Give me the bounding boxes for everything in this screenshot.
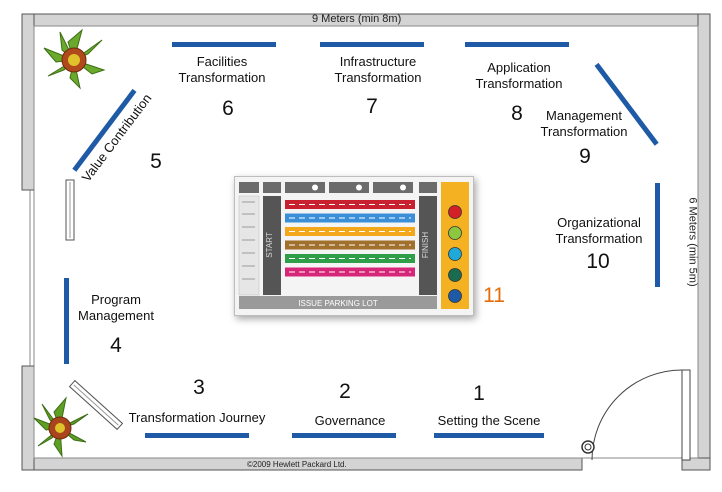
side-dimension-label: 6 Meters (min 5m) [686,197,699,287]
left-wall-upper [21,13,35,191]
parking-lot-label: ISSUE PARKING LOT [298,299,378,308]
panel-4 [64,278,69,364]
station-4-label: Program Management [78,292,154,323]
station-10-label: Organizational Transformation [555,215,643,246]
station-1-number: 1 [473,382,485,405]
station-9-number: 9 [579,145,591,168]
station-2-label: Governance [314,413,386,428]
station-8-number: 8 [511,102,523,125]
station-7-label: Infrastructure Transformation [334,54,422,85]
copyright: ©2009 Hewlett Packard Ltd. [247,460,347,469]
left-wall-lower [21,365,35,471]
panel-7 [320,42,424,47]
panel-5 [72,88,137,172]
panel-8 [465,42,569,47]
plant-icon [33,396,89,458]
station-9-label: Management Transformation [540,108,628,139]
station-1-label: Setting the Scene [437,413,541,428]
finish-column [419,196,437,295]
finish-dot-3 [448,247,462,261]
finish-dot-2 [448,226,462,240]
finish-dots [448,205,462,303]
finish-dot-1 [448,205,462,219]
game-board: START FINISH ISSUE PARKING LOT [234,176,474,316]
parking-lot [239,296,437,309]
panel-9 [594,62,659,146]
panel-2 [292,433,396,438]
right-wall [697,13,711,471]
door [581,369,691,461]
station-7-number: 7 [366,95,378,118]
station-4-number: 4 [110,334,122,357]
station-8-label: Application Transformation [475,60,563,91]
finish-label: FINISH [421,232,430,258]
finish-accent-column [441,182,469,309]
plant-icon [43,28,106,90]
station-6-number: 6 [222,97,234,120]
lanes [285,200,415,277]
finish-dot-4 [448,268,462,282]
panel-1 [434,433,544,438]
display-panels [64,42,660,438]
panel-3 [145,433,249,438]
station-6-label: Facilities Transformation [178,54,266,85]
station-3-number: 3 [193,376,205,399]
station-3-label: Transformation Journey [128,410,266,425]
walls [21,13,711,471]
station-2-number: 2 [339,380,351,403]
game-board-graphic: START FINISH ISSUE PARKING LOT [235,177,473,315]
door-handle-icon [581,440,595,454]
station-5-number: 5 [150,150,162,173]
top-dimension-label: 9 Meters (min 8m) [312,13,402,25]
finish-dot-5 [448,289,462,303]
panel-10 [655,183,660,287]
station-11-number: 11 [483,284,505,307]
start-label: START [265,232,274,258]
panel-6 [172,42,276,47]
start-column [263,196,281,295]
station-10-number: 10 [586,250,610,273]
